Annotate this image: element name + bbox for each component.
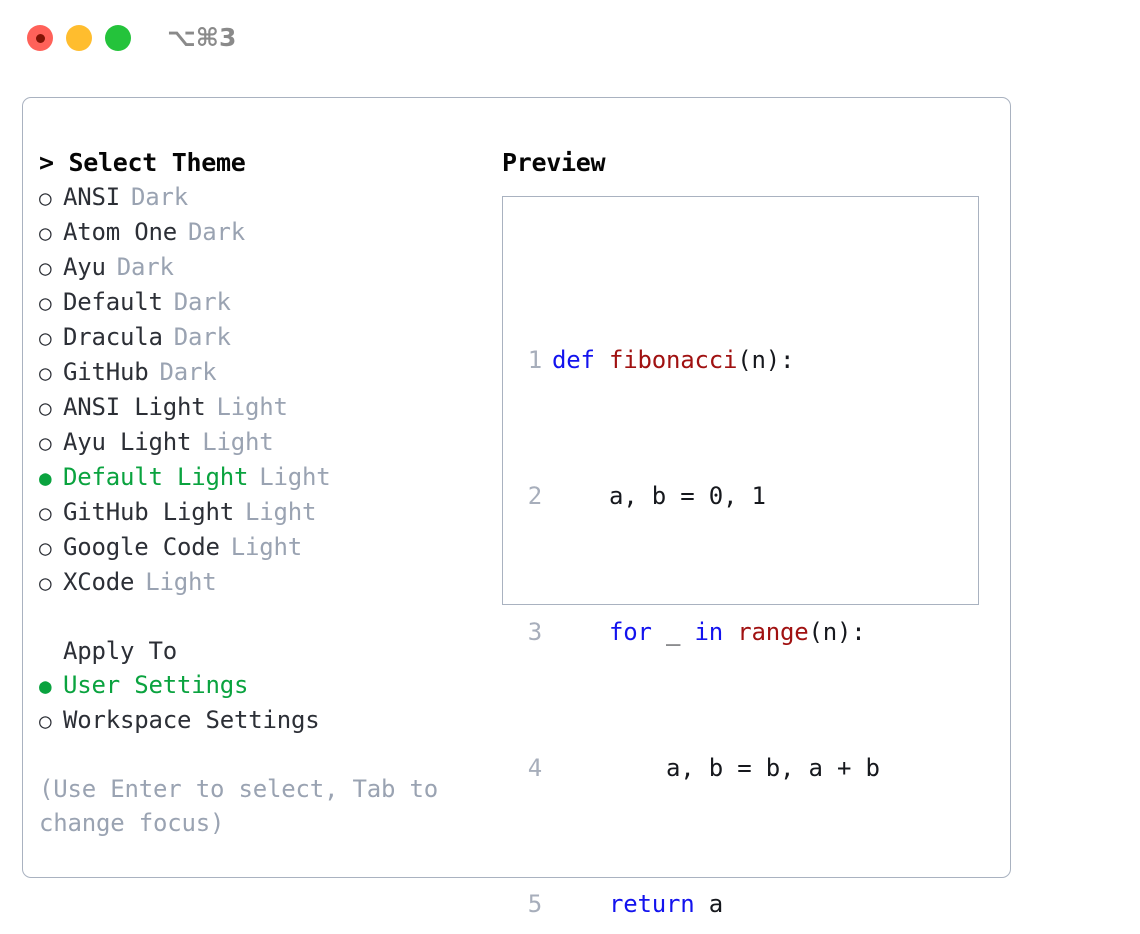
list-item[interactable]: ○ ANSI Light Light	[39, 390, 489, 425]
theme-variant-tag: Dark	[131, 183, 188, 211]
code-line: 4 a, b = b, a + b	[516, 751, 908, 785]
list-item[interactable]: ○ Dracula Dark	[39, 320, 489, 355]
list-item[interactable]: ○ Ayu Dark	[39, 250, 489, 285]
radio-off-icon: ○	[39, 221, 52, 245]
close-active-dot-icon	[35, 33, 45, 43]
list-item-selected[interactable]: ● Default Light Light	[39, 460, 489, 495]
code-token-plain: (n):	[808, 618, 866, 646]
theme-name: GitHub	[63, 358, 149, 386]
theme-name: Default Light	[63, 463, 249, 491]
radio-on-icon: ●	[39, 674, 52, 698]
code-token-plain	[552, 615, 609, 649]
code-token-plain	[723, 615, 737, 649]
close-button-icon[interactable]	[27, 25, 53, 51]
radio-off-icon: ○	[39, 186, 52, 210]
list-item-selected[interactable]: ● User Settings	[39, 668, 489, 703]
theme-name: Dracula	[63, 323, 163, 351]
code-token-keyword: def	[552, 346, 609, 374]
list-item[interactable]: ○ GitHub Dark	[39, 355, 489, 390]
keyboard-shortcut-label: ⌥⌘3	[167, 23, 237, 52]
theme-variant-tag: Light	[259, 463, 331, 491]
theme-variant-tag: Light	[216, 393, 288, 421]
list-item[interactable]: ○ Default Dark	[39, 285, 489, 320]
theme-option-list: ○ ANSI Dark ○ Atom One Dark ○ Ayu Dark ○…	[39, 180, 489, 600]
radio-off-icon: ○	[39, 396, 52, 420]
preview-title: Preview	[502, 148, 606, 177]
code-token-plain: a	[694, 890, 723, 918]
theme-name: ANSI Light	[63, 393, 206, 421]
code-token-plain: a, b = 0, 1	[552, 482, 766, 510]
radio-off-icon: ○	[39, 501, 52, 525]
code-token-plain: a, b = b, a + b	[552, 754, 880, 782]
list-item[interactable]: ○ XCode Light	[39, 565, 489, 600]
line-number: 2	[527, 482, 542, 510]
keyboard-hint-text: (Use Enter to select, Tab to change focu…	[39, 775, 438, 837]
list-item[interactable]: ○ Atom One Dark	[39, 215, 489, 250]
theme-name: XCode	[63, 568, 135, 596]
code-line: 3 for _ in range(n):	[516, 615, 908, 649]
radio-off-icon: ○	[39, 431, 52, 455]
traffic-lights	[27, 25, 131, 51]
theme-name: Google Code	[63, 533, 220, 561]
theme-variant-tag: Light	[245, 498, 317, 526]
theme-variant-tag: Dark	[159, 358, 217, 386]
minimize-button-icon[interactable]	[66, 25, 92, 51]
code-token-plain: (n):	[737, 346, 795, 374]
code-token-plain	[552, 887, 609, 921]
radio-off-icon: ○	[39, 326, 52, 350]
apply-to-group: Apply To ● User Settings ○ Workspace Set…	[39, 634, 489, 738]
code-token-keyword: return	[609, 890, 695, 918]
theme-variant-tag: Dark	[173, 323, 231, 351]
radio-off-icon: ○	[39, 571, 52, 595]
maximize-button-icon[interactable]	[105, 25, 131, 51]
list-item[interactable]: ○ GitHub Light Light	[39, 495, 489, 530]
theme-picker-panel: > Select Theme ○ ANSI Dark ○ Atom One Da…	[22, 97, 1011, 918]
theme-variant-tag: Dark	[173, 288, 231, 316]
line-number: 1	[527, 346, 542, 374]
select-theme-prompt: > Select Theme	[39, 148, 246, 177]
theme-name: Ayu	[63, 253, 106, 281]
theme-variant-tag: Dark	[116, 253, 174, 281]
list-item[interactable]: ○ Workspace Settings	[39, 703, 489, 738]
code-token-keyword: for	[609, 618, 652, 646]
apply-to-option-label: Workspace Settings	[63, 706, 320, 734]
theme-name: Default	[63, 288, 163, 316]
apply-to-option-label: User Settings	[63, 671, 249, 699]
list-spacer	[39, 600, 489, 634]
code-token-function: fibonacci	[609, 346, 738, 374]
line-number: 3	[527, 618, 542, 646]
theme-variant-tag: Light	[145, 568, 217, 596]
radio-off-icon: ○	[39, 709, 52, 733]
radio-off-icon: ○	[39, 361, 52, 385]
code-token-keyword: in	[694, 618, 724, 646]
code-line: 5 return a	[516, 887, 908, 921]
apply-to-header-label: Apply To	[63, 637, 177, 665]
radio-off-icon: ○	[39, 536, 52, 560]
list-item[interactable]: ○ ANSI Dark	[39, 180, 489, 215]
theme-list-column: > Select Theme ○ ANSI Dark ○ Atom One Da…	[39, 146, 489, 840]
code-line: 2 a, b = 0, 1	[516, 479, 908, 513]
theme-variant-tag: Light	[202, 428, 274, 456]
list-item[interactable]: ○ Google Code Light	[39, 530, 489, 565]
title-bar: ⌥⌘3	[0, 0, 1140, 78]
theme-variant-tag: Dark	[188, 218, 245, 246]
radio-off-icon: ○	[39, 256, 52, 280]
code-token-function: range	[737, 618, 809, 646]
theme-name: Ayu Light	[63, 428, 192, 456]
code-token-plain: _	[651, 618, 695, 646]
theme-name: Atom One	[63, 218, 177, 246]
theme-variant-tag: Light	[230, 533, 302, 561]
line-number: 4	[527, 754, 542, 782]
line-number: 5	[527, 890, 542, 918]
apply-to-header-row: Apply To	[39, 634, 489, 668]
radio-on-icon: ●	[39, 466, 52, 490]
list-item[interactable]: ○ Ayu Light Light	[39, 425, 489, 460]
theme-name: GitHub Light	[63, 498, 234, 526]
theme-name: ANSI	[63, 183, 120, 211]
radio-off-icon: ○	[39, 291, 52, 315]
code-line: 1 def fibonacci(n):	[516, 343, 908, 377]
